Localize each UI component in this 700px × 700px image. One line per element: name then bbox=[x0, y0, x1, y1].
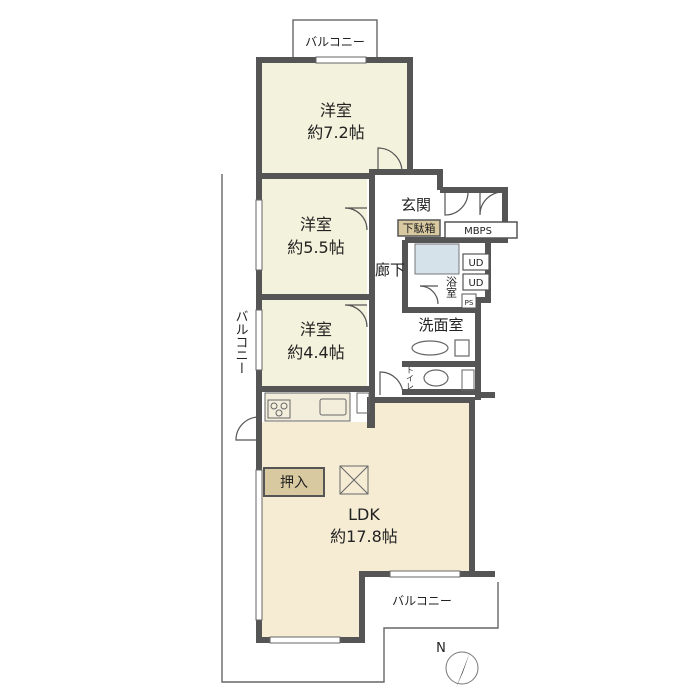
bedroom2-name: 洋室 bbox=[300, 215, 332, 234]
window-ldk-balcony bbox=[389, 570, 461, 578]
door-bedroom1[interactable] bbox=[377, 147, 403, 173]
bedroom3-floor bbox=[262, 300, 367, 386]
mbps-box bbox=[444, 221, 518, 239]
door-bedroom2[interactable] bbox=[344, 207, 368, 231]
mbps-label: MBPS bbox=[464, 226, 492, 237]
window-left-1 bbox=[255, 199, 263, 271]
door-bedroom3[interactable] bbox=[344, 304, 368, 328]
window-left-2 bbox=[255, 309, 263, 371]
burner-2 bbox=[280, 402, 288, 410]
bedroom1-name: 洋室 bbox=[320, 101, 352, 120]
washbasin-icon bbox=[411, 340, 449, 356]
ud-box-2 bbox=[462, 273, 490, 291]
kitchen-counter bbox=[264, 392, 351, 422]
stove-icon bbox=[267, 399, 291, 419]
closet-box bbox=[263, 467, 325, 497]
washer-icon bbox=[454, 339, 470, 357]
door-mbps[interactable] bbox=[479, 191, 504, 216]
shoebox-label: 下駄箱 bbox=[403, 221, 436, 235]
ldk-name: LDK bbox=[348, 505, 380, 524]
washroom-floor bbox=[405, 312, 475, 364]
toilet-icon bbox=[423, 369, 449, 387]
balcony-outline-left bbox=[221, 174, 499, 683]
door-balcony-left[interactable] bbox=[235, 416, 260, 441]
ud1-label: UD bbox=[468, 258, 483, 269]
ldk-size: 約17.8帖 bbox=[330, 527, 398, 546]
washroom-label: 洗面室 bbox=[418, 316, 463, 334]
bedroom1-size: 約7.2帖 bbox=[307, 123, 364, 142]
compass-icon: N bbox=[436, 641, 479, 688]
bedroom2-size: 約5.5帖 bbox=[287, 238, 344, 257]
balcony-bottom-label: バルコニー bbox=[392, 594, 452, 608]
bedroom2-floor bbox=[262, 179, 367, 294]
toilet-label: トイレ bbox=[406, 366, 415, 390]
window-top bbox=[315, 56, 367, 64]
ps-label: PS bbox=[465, 299, 474, 307]
ud2-label: UD bbox=[468, 278, 483, 289]
bedroom3-name: 洋室 bbox=[300, 320, 332, 339]
ps-box-kitchen bbox=[356, 392, 370, 414]
bath-label: 浴室 bbox=[445, 276, 458, 298]
kitchen-sink-icon bbox=[319, 398, 347, 416]
ud-box-1 bbox=[462, 253, 490, 271]
bedroom1-floor bbox=[262, 60, 410, 173]
closet-label: 押入 bbox=[280, 475, 308, 491]
balcony-top-label: バルコニー bbox=[305, 35, 365, 49]
shoebox-box bbox=[397, 219, 441, 237]
ldk-floor bbox=[262, 400, 470, 637]
balcony-left-label: バルコニー bbox=[233, 310, 249, 375]
window-left-ldk bbox=[255, 469, 263, 621]
burner-3 bbox=[275, 409, 283, 417]
hatch-box bbox=[339, 465, 369, 495]
ps-box-1 bbox=[461, 293, 477, 309]
compass-label: N bbox=[436, 641, 446, 656]
bath-floor bbox=[414, 243, 460, 275]
entrance-label: 玄関 bbox=[401, 196, 431, 214]
door-ldk[interactable] bbox=[379, 371, 404, 396]
bedroom3-size: 約4.4帖 bbox=[287, 343, 344, 362]
burner-1 bbox=[270, 402, 278, 410]
ps-box-2 bbox=[461, 369, 475, 391]
wall-wet-area bbox=[402, 237, 495, 398]
door-entrance[interactable] bbox=[444, 191, 469, 216]
window-bottom-ldk bbox=[269, 636, 341, 644]
hallway-label: 廊下 bbox=[375, 261, 405, 279]
door-bath[interactable] bbox=[419, 285, 439, 305]
hatch-cross bbox=[339, 465, 369, 495]
